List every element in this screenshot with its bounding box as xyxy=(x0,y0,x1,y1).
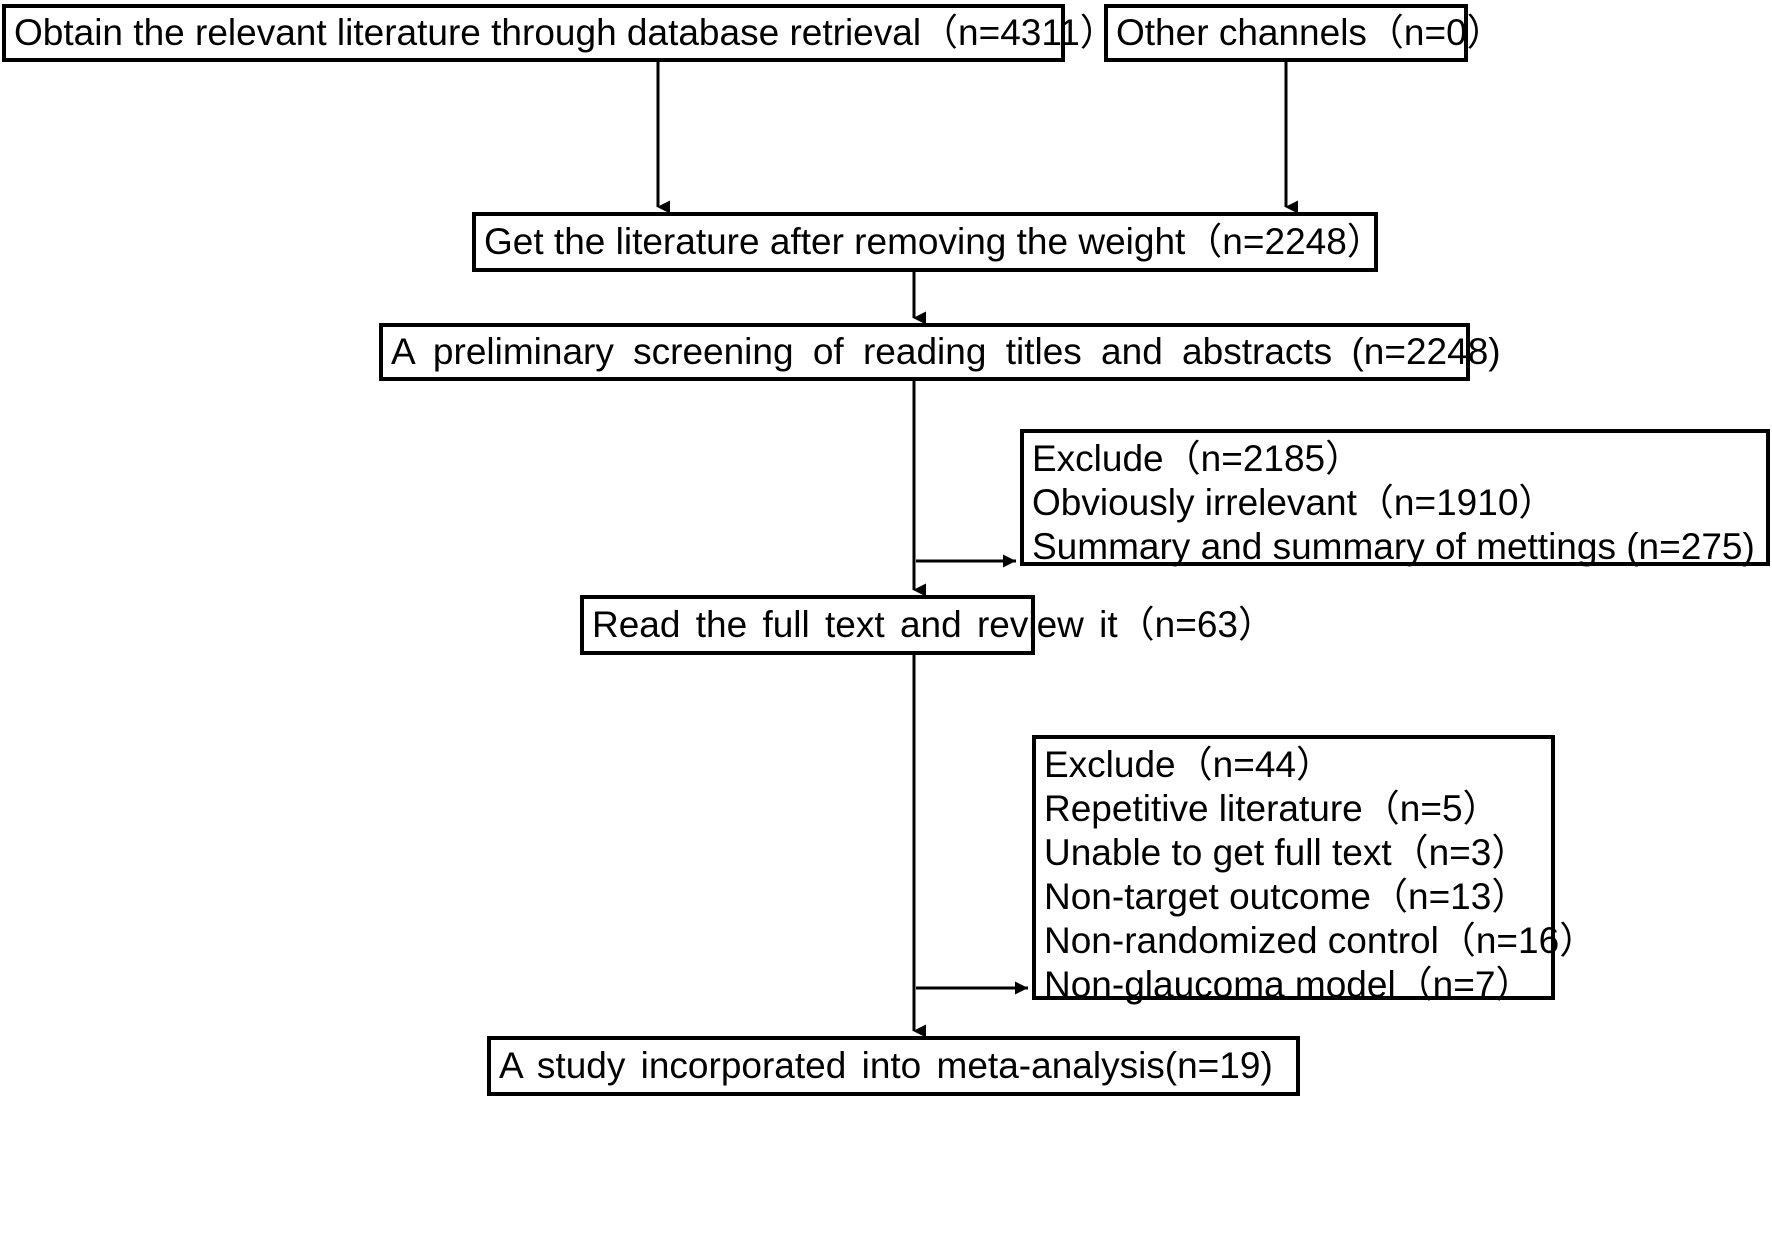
node-exclude-screening-lines: Exclude（n=2185） Obviously irrelevant（n=1… xyxy=(1024,437,1766,569)
node-other-channels: Other channels（n=0） xyxy=(1104,4,1504,62)
node-preliminary-screening: A preliminary screening of reading title… xyxy=(379,323,1501,381)
node-after-deduplication-label: Get the literature after removing the we… xyxy=(484,221,1384,263)
node-database-retrieval-label: Obtain the relevant literature through d… xyxy=(14,12,1117,54)
exclude-full-text-line-5: Non-randomized control（n=16） xyxy=(1044,920,1597,961)
exclude-full-text-line-1: Exclude（n=44） xyxy=(1044,744,1333,785)
node-other-channels-label: Other channels（n=0） xyxy=(1116,12,1504,54)
node-after-deduplication: Get the literature after removing the we… xyxy=(472,212,1384,272)
node-exclude-full-text-lines: Exclude（n=44） Repetitive literature（n=5）… xyxy=(1036,743,1597,1007)
node-exclude-full-text: Exclude（n=44） Repetitive literature（n=5）… xyxy=(1032,735,1596,1005)
exclude-full-text-line-4: Non-target outcome（n=13） xyxy=(1044,876,1529,917)
exclude-screening-line-2: Obviously irrelevant（n=1910） xyxy=(1032,482,1556,523)
node-preliminary-screening-label: A preliminary screening of reading title… xyxy=(391,331,1501,373)
node-full-text-review-label: Read the full text and review it（n=63） xyxy=(592,604,1275,646)
exclude-screening-line-3: Summary and summary of mettings (n=275) xyxy=(1032,526,1755,567)
node-included-studies-label: A study incorporated into meta-analysis(… xyxy=(499,1045,1273,1087)
exclude-screening-line-1: Exclude（n=2185） xyxy=(1032,438,1363,479)
exclude-full-text-line-2: Repetitive literature（n=5） xyxy=(1044,788,1500,829)
exclude-full-text-line-3: Unable to get full text（n=3） xyxy=(1044,832,1529,873)
node-exclude-screening: Exclude（n=2185） Obviously irrelevant（n=1… xyxy=(1020,429,1770,569)
node-included-studies: A study incorporated into meta-analysis(… xyxy=(487,1036,1300,1096)
node-database-retrieval: Obtain the relevant literature through d… xyxy=(2,4,1117,62)
exclude-full-text-line-6: Non-glaucoma model（n=7） xyxy=(1044,964,1533,1005)
node-full-text-review: Read the full text and review it（n=63） xyxy=(580,595,1275,655)
